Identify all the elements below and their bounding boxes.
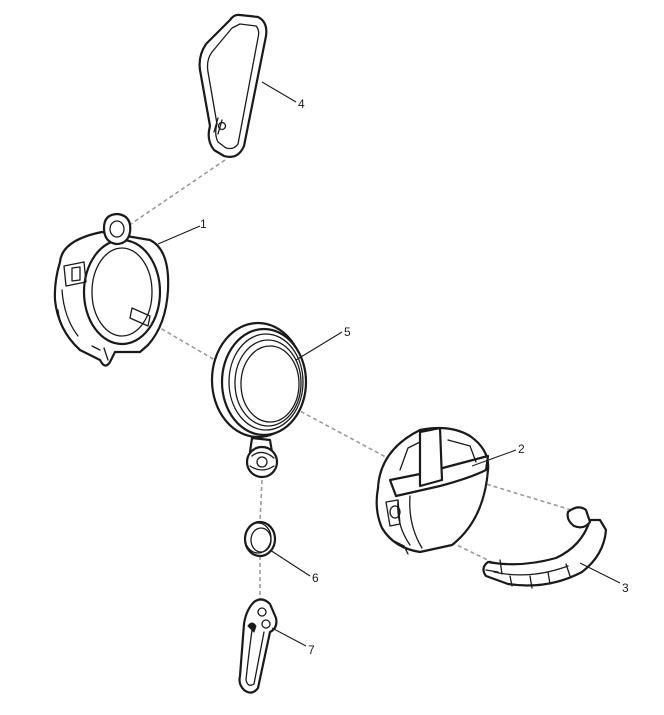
callout-labels: 1 2 3 4 5 6 7 xyxy=(200,97,629,657)
leader-1 xyxy=(157,225,201,245)
part-5-reel xyxy=(210,321,308,479)
callout-2: 2 xyxy=(518,442,525,456)
leader-5 xyxy=(295,331,343,361)
callout-5: 5 xyxy=(344,325,351,339)
leader-7 xyxy=(271,627,307,647)
leader-4 xyxy=(261,81,297,103)
guide-reel-to-ring xyxy=(259,479,263,523)
part-4-carabiner xyxy=(198,13,268,158)
leader-2 xyxy=(471,449,517,467)
part-2-back-holder xyxy=(375,426,490,555)
callout-4: 4 xyxy=(298,97,305,111)
part-6-split-ring xyxy=(243,520,277,558)
guide-carabiner-to-holder xyxy=(124,159,226,229)
callout-6: 6 xyxy=(312,571,319,585)
part-7-hook xyxy=(238,598,278,694)
callout-1: 1 xyxy=(200,217,207,231)
leader-3 xyxy=(579,562,621,584)
part-1-front-holder xyxy=(53,212,170,367)
callout-3: 3 xyxy=(622,581,629,595)
part-3-belt-clip xyxy=(482,506,608,589)
guide-holder-to-reel xyxy=(94,289,233,371)
callout-7: 7 xyxy=(308,643,315,657)
leader-6 xyxy=(269,549,311,577)
assembly-guides xyxy=(94,159,579,600)
leader-lines xyxy=(157,81,621,647)
